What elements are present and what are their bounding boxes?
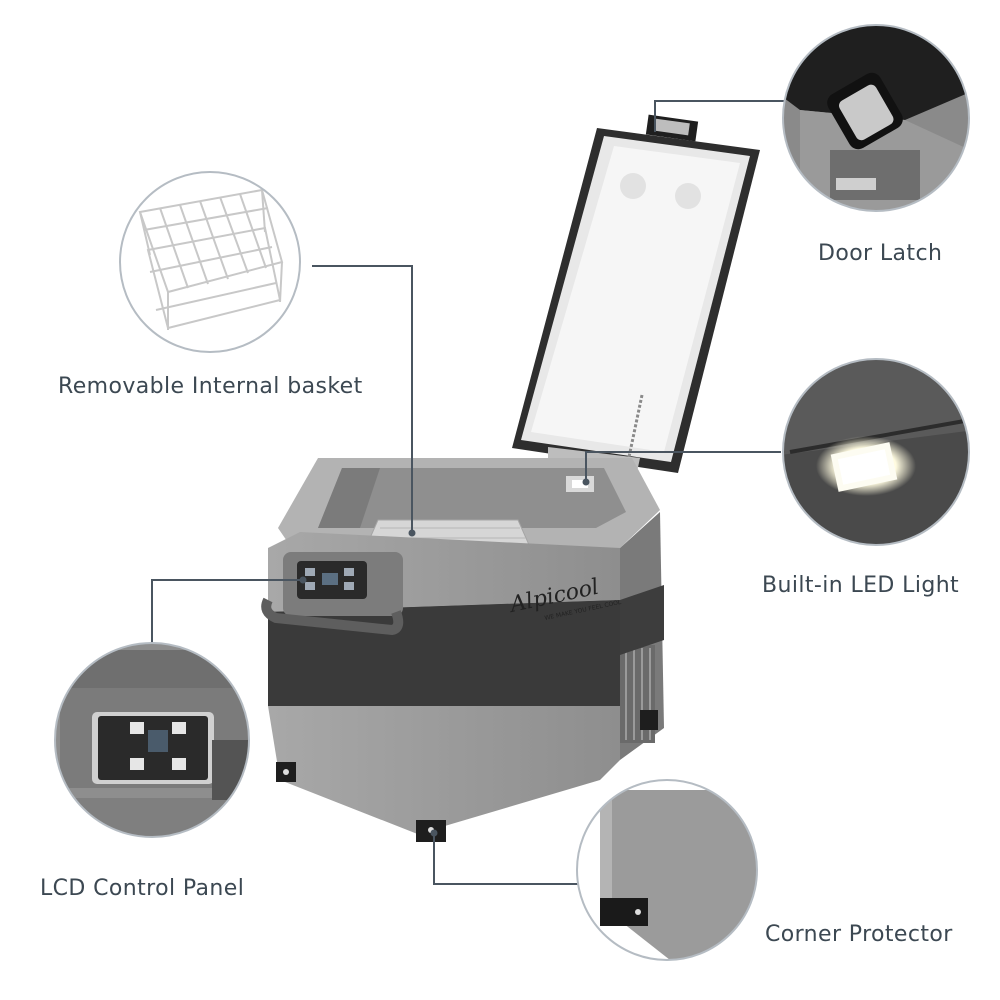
corner-foot bbox=[276, 710, 658, 842]
label-corner-protector: Corner Protector bbox=[765, 922, 953, 947]
leader-lines bbox=[151, 100, 784, 885]
leader-basket bbox=[312, 265, 413, 532]
lcd-panel-icon bbox=[54, 642, 250, 838]
leader-latch bbox=[654, 100, 784, 132]
leader-led bbox=[585, 451, 781, 480]
door-latch-icon bbox=[782, 24, 970, 212]
fridge-lid bbox=[512, 114, 760, 473]
label-door-latch: Door Latch bbox=[818, 241, 943, 266]
wire-basket-icon bbox=[119, 171, 301, 353]
label-lcd-panel: LCD Control Panel bbox=[40, 876, 245, 901]
leader-corner bbox=[433, 835, 580, 885]
portable-fridge: Alpicool WE MAKE YOU FEEL COOL bbox=[261, 114, 760, 842]
led-light-icon bbox=[782, 358, 970, 546]
leader-lcd bbox=[151, 579, 302, 643]
label-led-light: Built-in LED Light bbox=[762, 573, 960, 598]
control-panel bbox=[261, 552, 404, 636]
corner-protector-icon bbox=[576, 779, 758, 961]
label-removable-basket: Removable Internal basket bbox=[58, 374, 363, 399]
